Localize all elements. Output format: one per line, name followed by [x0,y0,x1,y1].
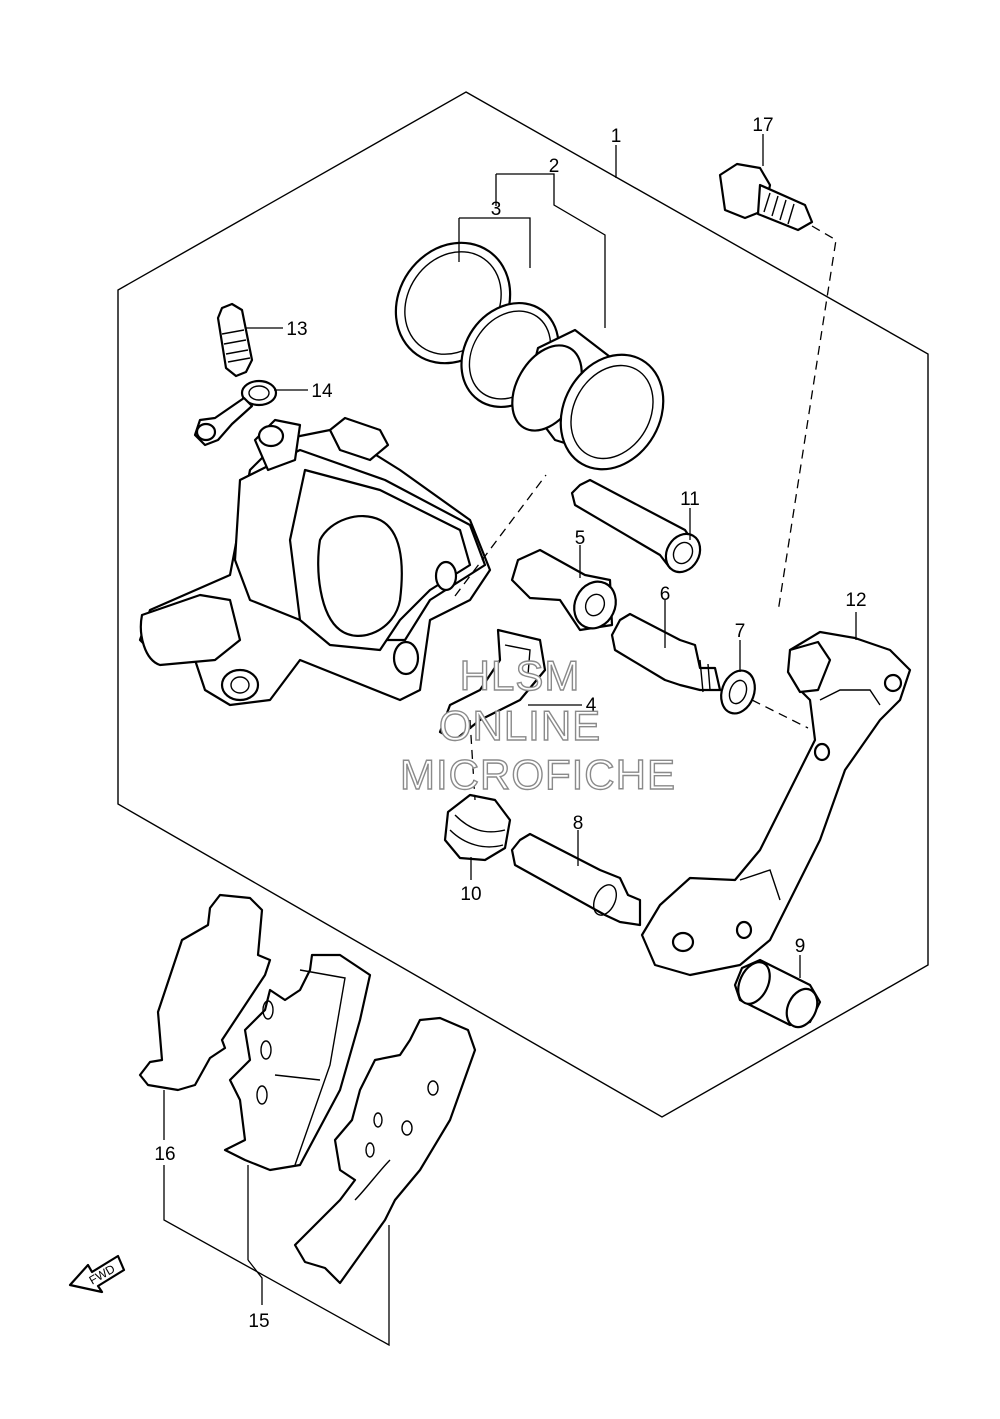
caliper-bracket [640,630,912,977]
watermark-line-2: ONLINE [439,702,601,749]
ref-5: 5 [575,528,586,549]
ref-11: 11 [680,489,700,510]
ref-7: 7 [735,621,746,642]
brake-pad-rear [293,1016,477,1285]
pad-spring [438,628,547,742]
ref-16: 16 [154,1144,175,1165]
ref-13: 13 [286,319,307,340]
reference-numbers: 1 2 3 4 5 6 7 8 9 10 11 12 13 14 15 16 1… [154,115,866,1332]
pin-boot-lower [443,793,512,862]
ref-14: 14 [311,381,333,402]
leader-lines [163,134,857,1347]
fwd-arrow-icon: FWD [68,1254,126,1294]
pin-boot-upper [510,548,617,632]
caliper-body [138,416,492,707]
bleeder-cap [193,379,278,447]
watermark-line-1: HLSM [460,652,581,699]
assembly-outline [117,91,929,1118]
ref-8: 8 [573,813,584,834]
ref-17: 17 [752,115,773,136]
ref-6: 6 [660,584,671,605]
alignment-dashes [454,225,837,801]
bleeder-screw [216,302,254,378]
ref-15: 15 [248,1311,269,1332]
ref-1: 1 [611,126,622,147]
caliper-pin [510,832,642,927]
bracket-sleeve [733,958,822,1029]
ref-4: 4 [586,695,597,716]
brake-pad-front [223,953,372,1172]
piston [511,328,665,471]
caliper-bolt [718,162,814,232]
washer [720,669,756,715]
watermark-line-3: MICROFICHE [400,751,676,798]
ref-9: 9 [795,936,806,957]
slide-pin-upper [570,478,702,574]
pad-shim [138,893,272,1092]
slide-pin-lower [610,612,722,693]
ref-3: 3 [491,199,502,220]
ref-10: 10 [460,884,481,905]
watermark: HLSM ONLINE MICROFICHE [399,651,676,798]
ref-12: 12 [845,590,866,611]
ref-2: 2 [549,156,560,177]
